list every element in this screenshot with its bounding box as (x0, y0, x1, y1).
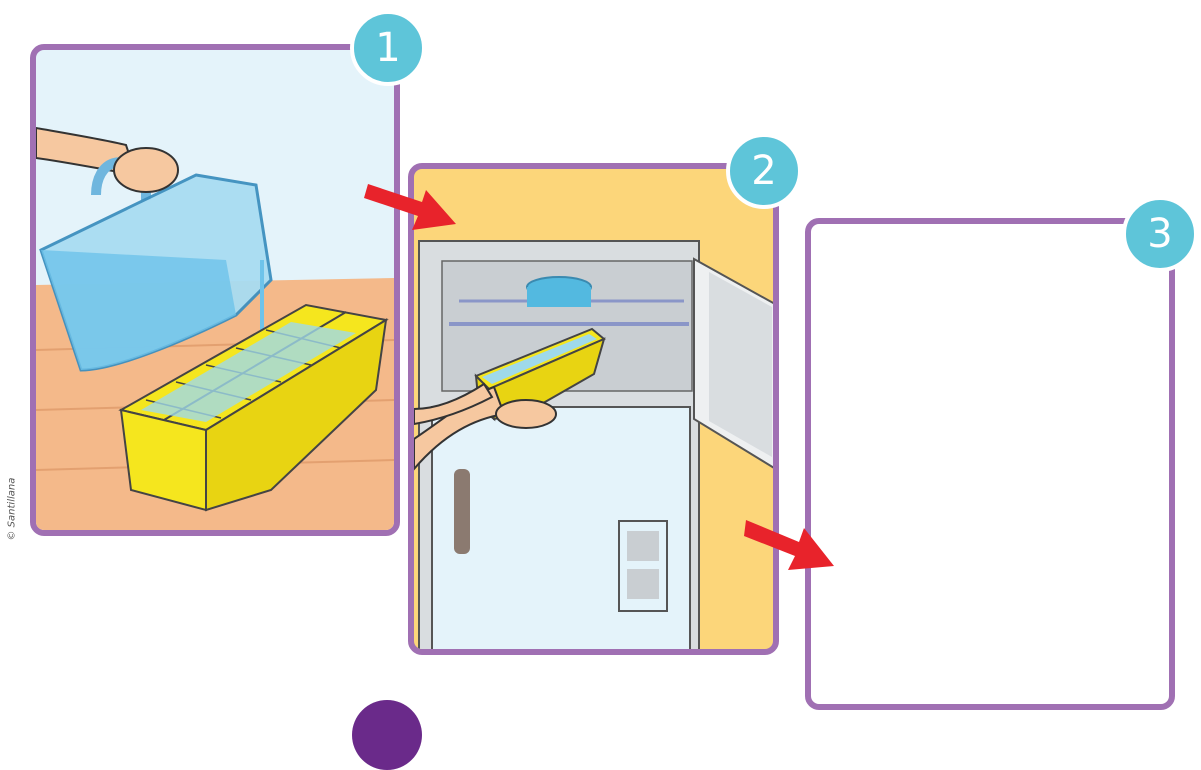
freezer-illustration (414, 169, 773, 649)
step-1-panel (30, 44, 400, 536)
step-2-number-badge: 2 (726, 133, 802, 209)
pouring-water-illustration (36, 50, 394, 530)
step-2-panel (408, 163, 779, 655)
copyright-text: © Santillana (7, 461, 18, 541)
arrow-icon (364, 172, 458, 232)
arrow-icon (744, 506, 838, 576)
hand (114, 148, 178, 192)
copyright-notice: © Santillana (2, 465, 16, 545)
step-1-number-badge: 1 (350, 10, 426, 86)
step-3-panel (805, 218, 1175, 710)
fridge-icon (419, 241, 773, 649)
step-3-number-badge: 3 (1122, 196, 1198, 272)
